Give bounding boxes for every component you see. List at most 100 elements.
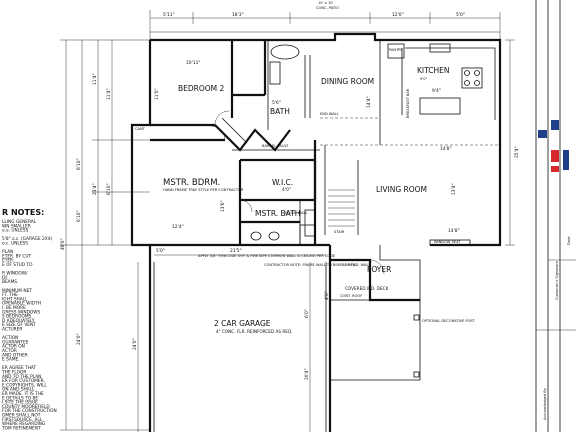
note-line: 5'8" o.c. (GARAGE 2X4) [2,236,52,242]
stair-label: STAIR [334,230,345,234]
top-dim-2: 18'3" [232,12,244,18]
note-line: ACTION [2,335,18,341]
room-master-bath: MSTR. BATH [255,209,300,218]
room-bath: BATH [270,107,290,116]
note-line: TOM REFINEMENT [1,425,41,431]
left-dim-6: 49'0" [60,238,66,250]
room-bedroom-2: BEDROOM 2 [178,84,225,93]
garage-left-dim: 24'0" [132,338,138,350]
note-line: ACTOR ON [2,344,25,350]
top-dim-3: 12'0" [392,12,404,18]
note-line: ACTURER [2,327,22,333]
cont-roof-label: CONT. ROOF [340,294,362,298]
note-line: ER MADE. IT IS THE [2,391,44,397]
breakfast-bar-label: BREAKFAST BAR [406,88,410,118]
patio-label: CONC. PATIO [316,6,339,10]
room-master-bedroom: MSTR. BDRM. [163,178,220,188]
flush-wall-label: FLUSH WALL [285,211,307,215]
note-line: GUARANTEE [2,339,29,345]
logo-block-blue-2 [551,120,559,130]
left-dim-2: 11'4" [106,88,112,100]
left-dimension-lines: 11'4" 11'4" 6'10" 6'10" 23'4" 49'0" 24'0… [60,39,150,431]
living-dim-2: 13'4" [451,183,457,195]
note-line: FT. THE [2,292,18,298]
acknowledged-by: Acknowledged By [543,387,547,420]
garage-note: 4" CONC. FLR. REINFORCED AS REQ. [216,329,293,334]
note-line: E OF STUD TO [2,262,33,268]
customer-signature-label: Customer's Signature [555,260,559,300]
left-dim-8: 6'10" [106,183,112,195]
master-ceiling-note: HAND FRAME TRAY STYLE PER CONTRACTOR [163,188,244,192]
note-line: WHERE REGARDING [2,421,45,427]
room-walk-in-closet: W.I.C. [272,178,293,187]
note-line: o.c. UNLESS [2,241,28,247]
master-dim-2: 13'6" [220,200,226,212]
living-dim: 14'8" [440,146,452,152]
note-line: MINIMUM NET [2,288,32,294]
top-dimension-lines: 5'11" 18'3" 12'0" 5'0" 10' x 10' CONC. P… [149,1,501,40]
room-living: LIVING ROOM [376,185,427,194]
interior-walls [137,39,515,432]
bath-dim: 5'6" [272,100,281,106]
note-line: FIRSTSOURCE. ALL [2,417,43,423]
left-dim-4: 6'10" [76,210,82,222]
note-line: D ADEQUATELY [2,318,35,324]
room-garage: 2 CAR GARAGE [214,319,271,328]
wic-dim: 4'0" [282,187,291,193]
title-block: Acknowledged By Customer's Signature Dat… [535,0,576,432]
right-dim-1: 25'4" [514,146,520,158]
fireplace-note: APPLY 5/8" FIRECODE GYP. & FIRETAPE COMM… [198,254,336,258]
left-dim-7: 24'0" [76,333,82,345]
room-labels: BEDROOM 2 BATH DINING ROOM KITCHEN MSTR.… [163,48,450,334]
logo-block-red-2 [551,166,559,172]
note-line: COUNTY MOOREFIELD [2,404,50,410]
note-line: ETER. BY CUT [2,253,31,259]
note-line: AND TO THE PLAN [2,374,41,380]
window-seat-label: WINDOW SEAT [434,240,461,244]
note-line: FOR THE CONSTRUCTION [2,408,57,414]
note-line: OMER SHALL NOT [2,413,41,419]
logo-block-red-1 [551,150,559,162]
garage-dim-3: 20'4" [304,368,310,380]
top-dim-1: 5'11" [163,12,175,18]
garage-dim-5: 4'0" [324,291,330,300]
as-req-label: AS REQ. [342,263,357,267]
left-dim-1: 11'4" [92,73,98,85]
note-line: PLAN [2,249,13,255]
annotation-labels: 10'11" 11'0" 5'6" 14'4" 9'0" 9'4" BREAKF… [132,60,520,380]
note-line: ER AGREE THAT [2,365,37,371]
note-line: I SITE THE ISSUE [2,400,38,406]
garage-dim-1: 21'5" [230,248,242,254]
left-dim-5: 23'4" [92,183,98,195]
exterior-walls [130,32,502,432]
date-label: Date [567,236,571,245]
right-dim-2: 14'8" [448,228,460,234]
note-line: THE FLOOR [1,370,26,376]
room-dining: DINING ROOM [321,77,374,86]
room-covered-deck: COVERED WD. DECK [345,286,389,291]
top-dim-4: 5'0" [456,12,465,18]
logo-block-blue-1 [538,130,547,138]
note-line: OF [2,275,8,281]
kitchen-dim: 9'4" [432,88,441,94]
room-pantry: PANTRY [389,48,404,52]
bedroom-dim-2: 11'0" [154,88,160,100]
note-line: LLING GENERAL [2,219,37,225]
room-foyer: FOYER [367,265,391,274]
kitchen-note: 9'0" [420,77,428,81]
end-wall-label: END WALL [320,112,339,116]
bedroom-dim: 10'11" [186,60,200,66]
dining-dim: 14'4" [366,96,372,108]
note-line: GRESS WINDOWS [2,309,41,315]
notes-title: R NOTES: [2,208,44,217]
note-line: OPENABLE WIDTH [2,301,41,307]
note-line: E SIZE OF VENT [2,322,36,328]
left-dim-3: 6'10" [76,158,82,170]
note-line: E COPYRIGHTS, WILL [2,382,47,388]
note-line: AND OTHER [2,352,28,358]
note-line: ACTOR [2,348,17,354]
note-line: IGHT SHALL [2,296,28,302]
cant-label: CANT [135,127,146,131]
note-line: I. BE MORE [2,305,26,311]
